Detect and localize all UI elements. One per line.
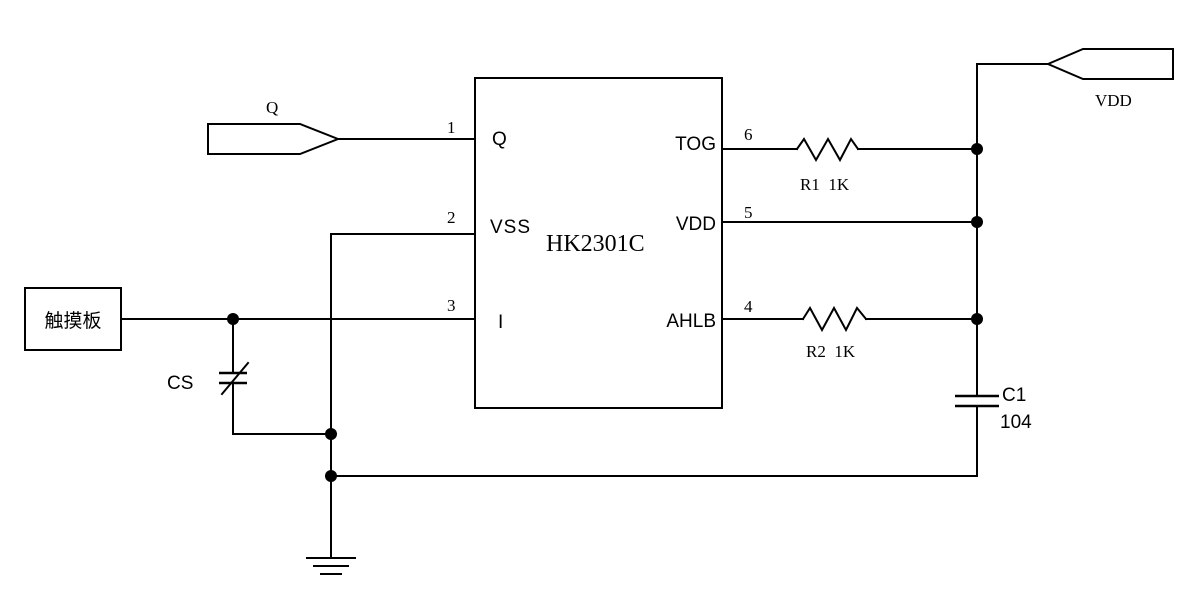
resistor-r2 [801,305,868,333]
ic-name: HK2301C [546,231,645,257]
pin-number-2: 2 [447,208,456,227]
junction-ground-bus [325,470,337,482]
pin-label-tog: TOG [675,134,716,155]
junction-cs-ground [325,428,337,440]
pin-label-ahlb: AHLB [666,311,716,332]
pin-label-q: Q [492,129,507,150]
pin-label-vdd: VDD [676,214,716,235]
c1-value: 104 [1000,412,1032,433]
ic-body [474,77,723,409]
c1-label: C1 [1002,385,1026,406]
vdd-port-symbol [1045,48,1174,80]
pin-number-5: 5 [744,203,753,222]
wire-pin2-vss [330,233,476,559]
vdd-port-label: VDD [1095,91,1132,110]
pin-number-1: 1 [447,118,456,137]
resistor-r1 [795,136,860,163]
pin-number-4: 4 [744,297,753,316]
q-port-label: Q [266,98,278,117]
pin-label-vss: VSS [490,217,531,238]
wire-cs-bottom [232,382,332,435]
r1-label: R1 1K [800,175,850,194]
pin-number-6: 6 [744,125,753,144]
touchpad-label: 触摸板 [44,310,101,332]
cs-label: CS [167,373,193,394]
pin-label-i: I [498,312,503,333]
wire-vdd-rail [976,63,1049,397]
r2-label: R2 1K [806,342,856,361]
cs-variable-arrow [220,361,250,396]
pin-number-3: 3 [447,296,456,315]
q-port-symbol [207,123,341,155]
